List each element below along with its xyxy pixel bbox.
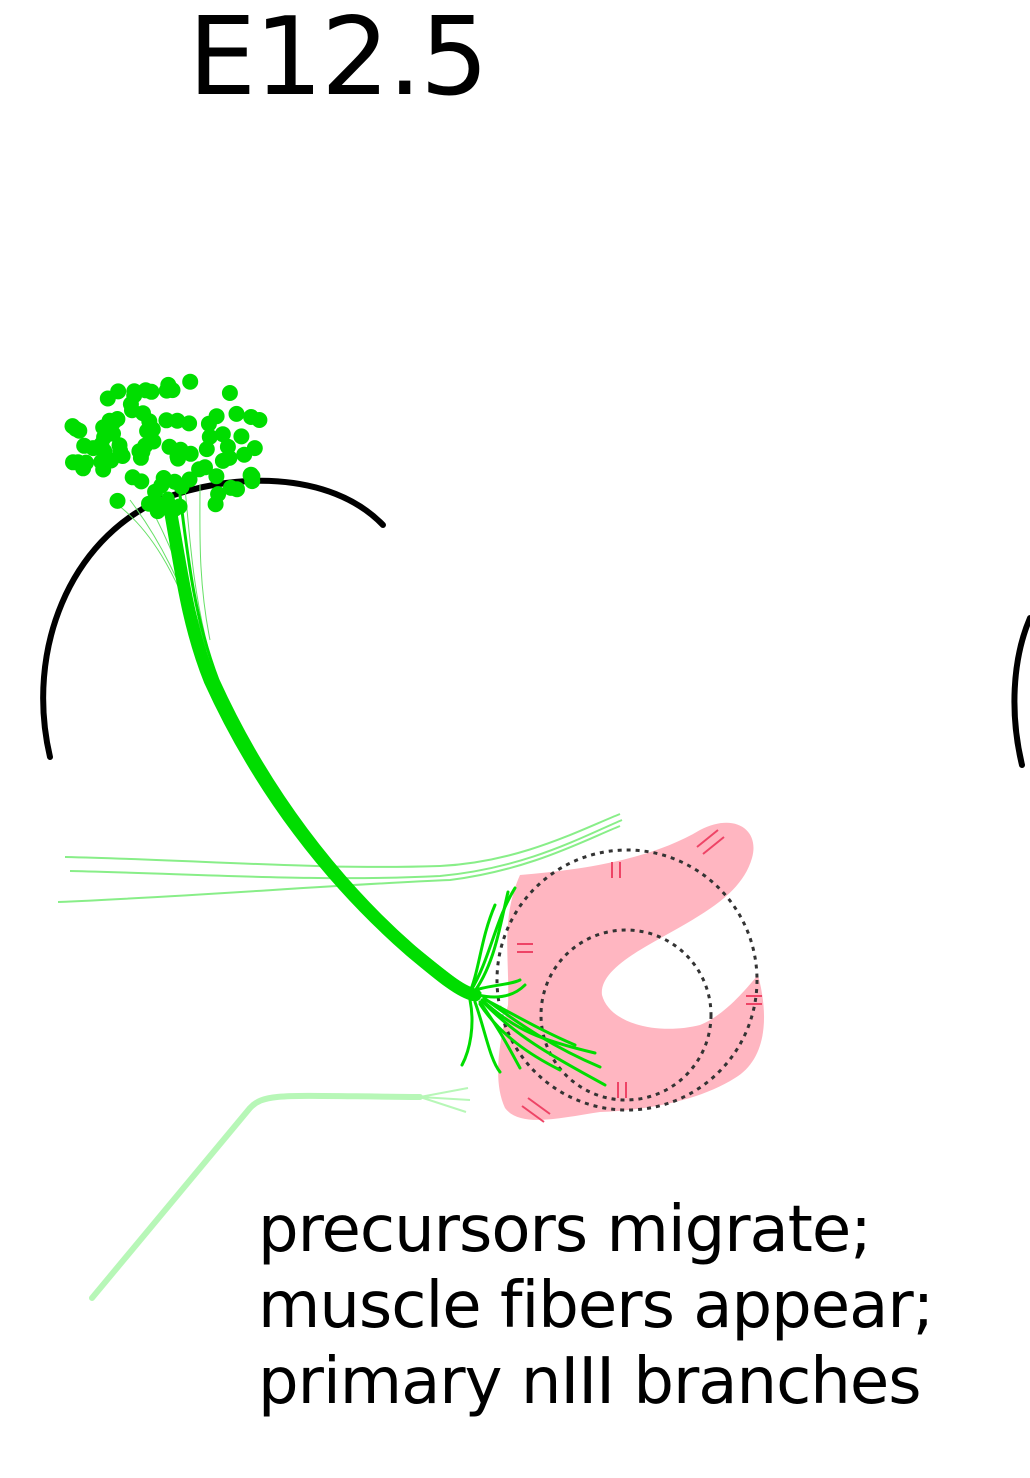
neuron-cell [243, 409, 259, 425]
neuron-cell [167, 474, 183, 490]
neuron-cell [124, 402, 140, 418]
neuron-cell [199, 441, 215, 457]
neuron-cell [162, 439, 178, 455]
neuron-cell [150, 503, 166, 519]
neuron-cell [209, 408, 225, 424]
pale-nerve-lower-tips [420, 1088, 470, 1112]
neuron-cell [208, 468, 224, 484]
neuron-cell [229, 406, 245, 422]
neuron-cell [182, 374, 198, 390]
neuron-cell [65, 454, 81, 470]
stage-caption: precursors migrate; muscle fibers appear… [258, 1192, 933, 1420]
neuron-cell [76, 438, 92, 454]
brain-outline-left [43, 481, 383, 757]
neuron-cell [139, 423, 155, 439]
neuron-cell [183, 446, 199, 462]
neuron-cell [160, 377, 176, 393]
neuron-cell [153, 478, 169, 494]
neuron-cell [222, 385, 238, 401]
neuron-cell [110, 493, 126, 509]
caption-line-2: muscle fibers appear; [258, 1268, 933, 1344]
neuron-cell [229, 481, 245, 497]
neuron-cell [103, 453, 119, 469]
neuron-cell [133, 473, 149, 489]
brain-outline-right-edge [1014, 618, 1030, 765]
neuron-cell [65, 418, 81, 434]
neuron-cell [236, 447, 252, 463]
neuron-cell [215, 453, 231, 469]
neuron-cell [243, 467, 259, 483]
neuron-cell [134, 444, 150, 460]
extraocular-muscle [498, 823, 764, 1120]
neuron-cell [100, 391, 116, 407]
neuron-cell [220, 439, 236, 455]
neuron-cell [93, 436, 109, 452]
neuron-cell [102, 413, 118, 429]
neuron-cell [169, 413, 185, 429]
neuron-cell [233, 428, 249, 444]
neuron-cell [144, 384, 160, 400]
caption-line-1: precursors migrate; [258, 1192, 933, 1268]
caption-line-3: primary nIII branches [258, 1344, 933, 1420]
main-nerve-bundle [168, 495, 480, 995]
neuron-cell [182, 472, 198, 488]
neuron-cell [172, 499, 188, 515]
